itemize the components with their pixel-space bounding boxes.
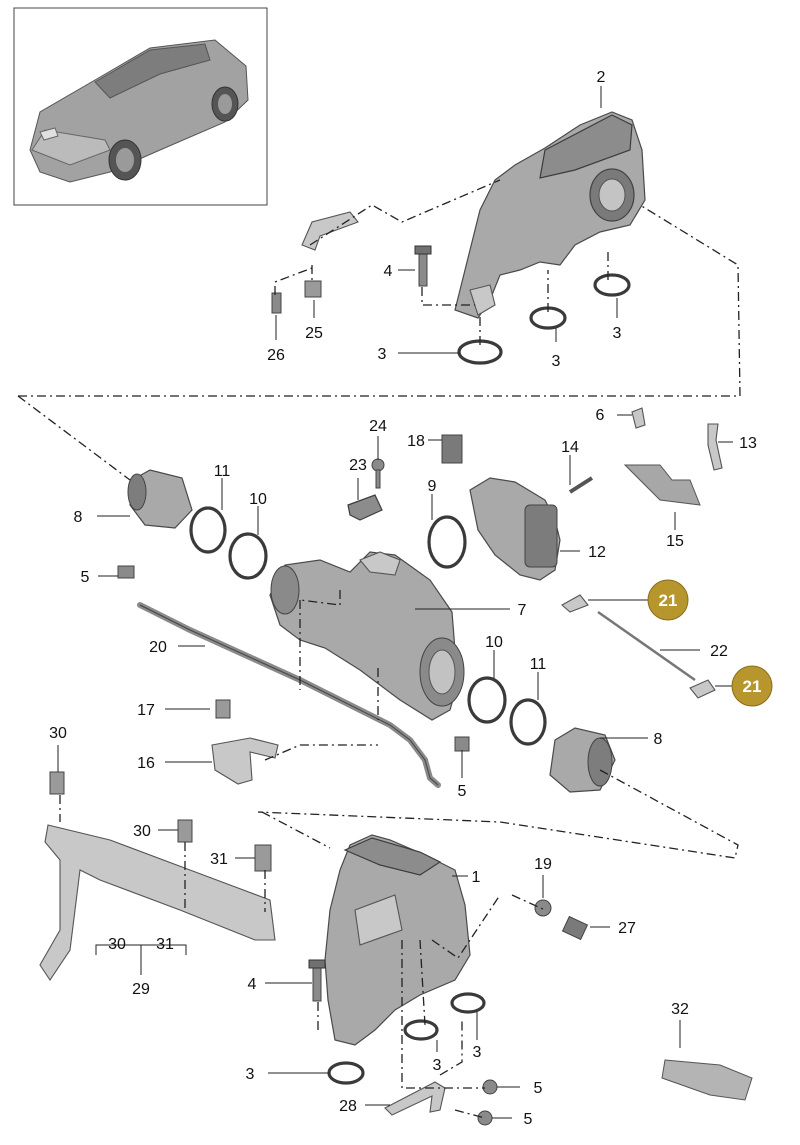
callout-4-upper[interactable]: 4 bbox=[384, 263, 393, 280]
badge-21-upper[interactable]: 21 bbox=[647, 579, 689, 621]
connector-21a bbox=[561, 594, 589, 613]
callout-13[interactable]: 13 bbox=[739, 435, 757, 452]
leader-lines bbox=[57, 86, 733, 1119]
callout-3-upper-mid[interactable]: 3 bbox=[552, 353, 561, 370]
callout-29[interactable]: 29 bbox=[132, 981, 150, 998]
callout-10-left[interactable]: 10 bbox=[249, 491, 267, 508]
connector-21b bbox=[689, 679, 716, 699]
sensor-27 bbox=[561, 915, 589, 941]
callout-5-left[interactable]: 5 bbox=[81, 569, 90, 586]
callout-3-upper-left[interactable]: 3 bbox=[378, 346, 387, 363]
badge-21-upper-label: 21 bbox=[659, 591, 678, 610]
seal-ring-11-left bbox=[189, 506, 227, 554]
callout-8-right[interactable]: 8 bbox=[654, 731, 663, 748]
callout-22[interactable]: 22 bbox=[710, 643, 728, 660]
sensor-18 bbox=[441, 434, 463, 464]
screw-5a bbox=[117, 565, 135, 579]
clip-25 bbox=[304, 280, 322, 298]
callout-1[interactable]: 1 bbox=[472, 869, 481, 886]
callout-4-lower[interactable]: 4 bbox=[248, 976, 257, 993]
callout-15[interactable]: 15 bbox=[666, 533, 684, 550]
callout-16[interactable]: 16 bbox=[137, 755, 155, 772]
seal-ring-9 bbox=[427, 515, 467, 569]
screw-24 bbox=[371, 458, 385, 489]
assembly-lines bbox=[17, 179, 741, 1119]
callout-32[interactable]: 32 bbox=[671, 1001, 689, 1018]
callout-24[interactable]: 24 bbox=[369, 418, 387, 435]
callout-11-left[interactable]: 11 bbox=[214, 463, 231, 480]
callout-7[interactable]: 7 bbox=[518, 602, 527, 619]
rod-20 bbox=[137, 602, 441, 788]
clip-17 bbox=[215, 699, 231, 719]
callout-17[interactable]: 17 bbox=[137, 702, 155, 719]
badge-21-lower-label: 21 bbox=[743, 677, 762, 696]
bracket-13 bbox=[707, 423, 723, 471]
callout-3-lower-mid[interactable]: 3 bbox=[433, 1057, 442, 1074]
callout-5-mid[interactable]: 5 bbox=[458, 783, 467, 800]
callout-28[interactable]: 28 bbox=[339, 1098, 357, 1115]
callout-3-lower-right[interactable]: 3 bbox=[473, 1044, 482, 1061]
tube-22 bbox=[597, 610, 696, 682]
callout-26[interactable]: 26 bbox=[267, 347, 285, 364]
callout-19[interactable]: 19 bbox=[534, 856, 552, 873]
clip-26 bbox=[271, 292, 282, 314]
clip-30 bbox=[49, 771, 65, 795]
bolt-4-upper bbox=[414, 245, 432, 287]
callout-30-left[interactable]: 30 bbox=[49, 725, 67, 742]
seal-ring-10-right bbox=[467, 676, 507, 724]
callout-2[interactable]: 2 bbox=[597, 69, 606, 86]
seal-ring-11-right bbox=[509, 698, 547, 746]
callout-27[interactable]: 27 bbox=[618, 920, 636, 937]
callout-31[interactable]: 31 bbox=[210, 851, 228, 868]
sensor-23 bbox=[347, 494, 383, 521]
callout-5-lower-bottom[interactable]: 5 bbox=[524, 1111, 533, 1128]
bracket-29 bbox=[39, 824, 276, 981]
vehicle-thumbnail bbox=[13, 7, 268, 206]
callout-8-left[interactable]: 8 bbox=[74, 509, 83, 526]
pipe-15 bbox=[623, 464, 701, 506]
callout-31-group[interactable]: 31 bbox=[156, 936, 174, 953]
distributor-pipe-7 bbox=[269, 551, 465, 721]
callout-3-lower-left[interactable]: 3 bbox=[246, 1066, 255, 1083]
screw-14 bbox=[568, 476, 594, 494]
bracket-16 bbox=[211, 737, 279, 785]
lower-intake-manifold-part bbox=[324, 834, 471, 1046]
callout-12[interactable]: 12 bbox=[588, 544, 606, 561]
bracket-28 bbox=[384, 1081, 446, 1116]
screw-5b bbox=[454, 736, 470, 752]
callout-10-right[interactable]: 10 bbox=[485, 634, 503, 651]
upper-intake-manifold-part bbox=[454, 111, 646, 319]
callouts: 2 4 3 3 3 25 26 24 18 23 14 6 13 11 10 9… bbox=[49, 69, 757, 1128]
callout-23[interactable]: 23 bbox=[349, 457, 367, 474]
callout-20[interactable]: 20 bbox=[149, 639, 167, 656]
callout-3-upper-right[interactable]: 3 bbox=[613, 325, 622, 342]
grease-tube-32 bbox=[661, 1059, 753, 1101]
callout-30-mid[interactable]: 30 bbox=[133, 823, 151, 840]
callout-25[interactable]: 25 bbox=[305, 325, 323, 342]
clip-31 bbox=[254, 844, 272, 872]
bolt-4-lower bbox=[308, 959, 326, 1002]
callout-14[interactable]: 14 bbox=[561, 439, 579, 456]
callout-30-group[interactable]: 30 bbox=[108, 936, 126, 953]
bracket-6 bbox=[631, 407, 646, 429]
badge-21-lower[interactable]: 21 bbox=[731, 665, 773, 707]
seal-ring-10-left bbox=[228, 532, 268, 580]
callout-6[interactable]: 6 bbox=[596, 407, 605, 424]
callout-5-lower-top[interactable]: 5 bbox=[534, 1080, 543, 1097]
callout-18[interactable]: 18 bbox=[407, 433, 425, 450]
throttle-body-12 bbox=[469, 477, 561, 581]
callout-9[interactable]: 9 bbox=[428, 478, 437, 495]
callout-11-right[interactable]: 11 bbox=[530, 656, 547, 673]
clip-30b bbox=[177, 819, 193, 843]
pipe-8-left bbox=[127, 469, 193, 529]
sensor-19 bbox=[534, 899, 552, 917]
